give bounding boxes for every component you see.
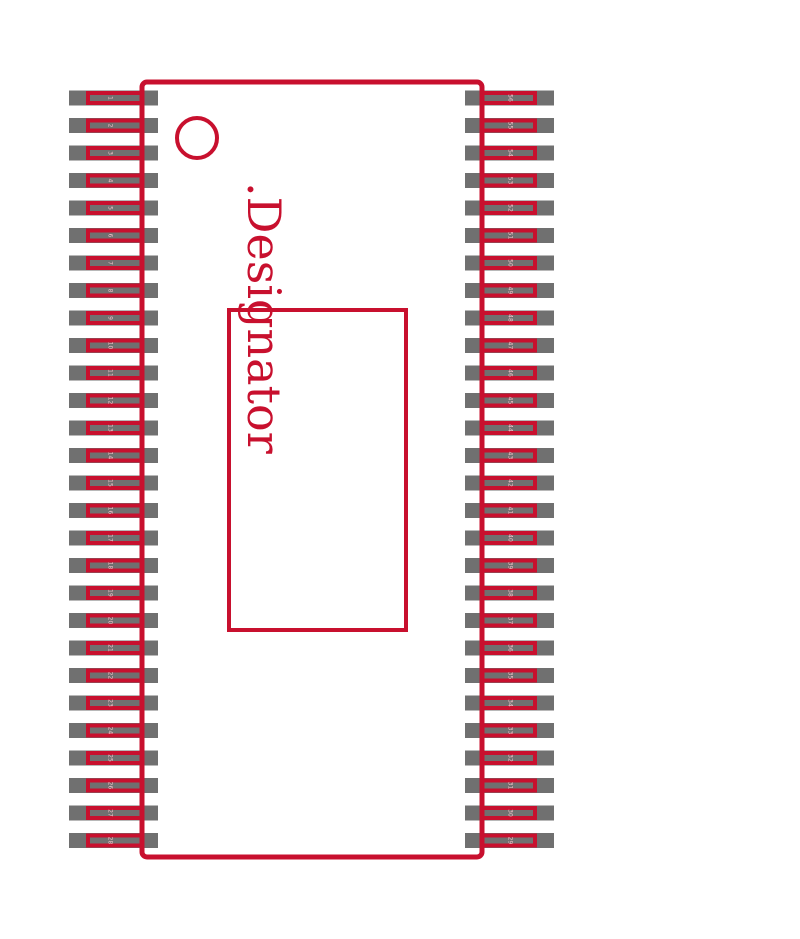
pin-number-right: 52	[507, 204, 514, 212]
pin-number-right: 45	[507, 397, 514, 405]
pin-number-left: 4	[107, 179, 114, 183]
package-body-outline	[139, 79, 485, 860]
pin-number-right: 43	[507, 452, 514, 460]
pin-number-left: 24	[107, 727, 114, 735]
pin-number-right: 55	[507, 122, 514, 130]
pin-number-left: 5	[107, 206, 114, 210]
pin-number-left: 27	[107, 809, 114, 817]
pin-number-right: 33	[507, 727, 514, 735]
pin-number-right: 49	[507, 287, 514, 295]
pin-number-left: 9	[107, 316, 114, 320]
pin-number-left: 8	[107, 289, 114, 293]
pin-number-right: 38	[507, 589, 514, 597]
pin-number-left: 10	[107, 342, 114, 350]
pin-one-marker	[175, 116, 219, 160]
pin-number-left: 21	[107, 644, 114, 652]
pin-number-left: 13	[107, 424, 114, 432]
pin-number-right: 31	[507, 782, 514, 790]
pin-number-left: 2	[107, 124, 114, 128]
pin-number-left: 3	[107, 151, 114, 155]
pin-number-left: 28	[107, 837, 114, 845]
pin-number-right: 54	[507, 149, 514, 157]
pin-number-left: 19	[107, 589, 114, 597]
pin-number-left: 18	[107, 562, 114, 570]
pin-number-left: 23	[107, 699, 114, 707]
pin-number-right: 51	[507, 232, 514, 240]
pin-number-right: 40	[507, 534, 514, 542]
pin-number-left: 25	[107, 754, 114, 762]
pin-number-left: 6	[107, 234, 114, 238]
designator-label: .Designator	[237, 182, 291, 454]
pin-number-right: 46	[507, 369, 514, 377]
pin-number-right: 47	[507, 342, 514, 350]
pin-number-right: 42	[507, 479, 514, 487]
pin-number-right: 35	[507, 672, 514, 680]
pin-number-right: 37	[507, 617, 514, 625]
pin-number-left: 11	[107, 369, 114, 377]
pin-number-left: 15	[107, 479, 114, 487]
pin-number-right: 56	[507, 94, 514, 102]
pin-number-right: 29	[507, 837, 514, 845]
pin-number-left: 20	[107, 617, 114, 625]
pin-number-right: 41	[507, 507, 514, 515]
pin-number-right: 44	[507, 424, 514, 432]
pin-number-left: 22	[107, 672, 114, 680]
designator-frame	[227, 308, 408, 632]
pin-number-right: 53	[507, 177, 514, 185]
pin-number-right: 48	[507, 314, 514, 322]
pin-number-left: 12	[107, 397, 114, 405]
pin-number-right: 32	[507, 754, 514, 762]
pin-number-left: 16	[107, 507, 114, 515]
pin-number-left: 1	[107, 96, 114, 100]
pin-number-right: 30	[507, 809, 514, 817]
pin-number-right: 34	[507, 699, 514, 707]
pin-number-left: 26	[107, 782, 114, 790]
pin-number-right: 39	[507, 562, 514, 570]
pin-number-left: 17	[107, 534, 114, 542]
pin-number-left: 14	[107, 452, 114, 460]
pin-number-right: 36	[507, 644, 514, 652]
pin-number-left: 7	[107, 261, 114, 265]
pin-number-right: 50	[507, 259, 514, 267]
